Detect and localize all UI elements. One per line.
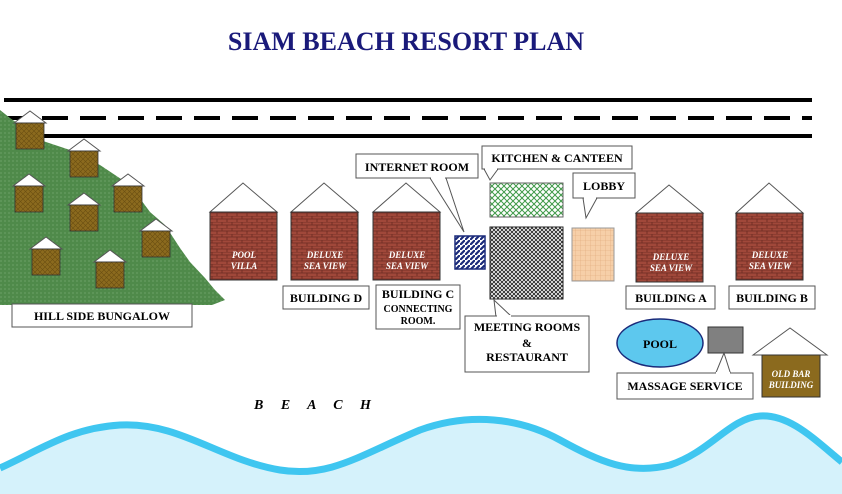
- svg-text:DELUXE: DELUXE: [388, 250, 426, 260]
- kitchen-canteen-callout: KITCHEN & CANTEEN: [481, 145, 633, 181]
- bungalow-hut-icon: [67, 138, 101, 178]
- svg-text:BUILDING D: BUILDING D: [290, 291, 363, 305]
- lobby-callout: LOBBY: [572, 172, 636, 220]
- svg-text:BUILDING C: BUILDING C: [382, 287, 454, 301]
- svg-text:VILLA: VILLA: [231, 261, 258, 271]
- meeting-rooms-restaurant: [489, 226, 564, 300]
- internet-room: [454, 235, 486, 270]
- svg-text:SEA VIEW: SEA VIEW: [650, 263, 693, 273]
- meeting-rooms-callout: MEETING ROOMS & RESTAURANT: [464, 298, 590, 373]
- hillside-bungalow-label: HILL SIDE BUNGALOW: [11, 303, 193, 328]
- page-title: SIAM BEACH RESORT PLAN: [228, 27, 584, 56]
- massage-service-callout: MASSAGE SERVICE: [616, 351, 754, 400]
- building-b-label: BUILDING B: [728, 285, 816, 310]
- sea-wave-line: [0, 412, 842, 476]
- svg-text:POOL: POOL: [232, 250, 256, 260]
- svg-text:SEA VIEW: SEA VIEW: [749, 261, 792, 271]
- svg-text:CONNECTING: CONNECTING: [384, 304, 453, 315]
- svg-text:MASSAGE SERVICE: MASSAGE SERVICE: [627, 379, 742, 393]
- building-d: DELUXE SEA VIEW: [289, 182, 360, 281]
- svg-text:BUILDING: BUILDING: [768, 380, 814, 390]
- svg-text:&: &: [522, 336, 532, 350]
- svg-text:DELUXE: DELUXE: [306, 250, 344, 260]
- svg-text:DELUXE: DELUXE: [652, 252, 690, 262]
- pool-villa-building: POOL VILLA: [208, 182, 279, 281]
- svg-text:OLD BAR: OLD BAR: [772, 369, 811, 379]
- svg-text:MEETING ROOMS: MEETING ROOMS: [474, 320, 581, 334]
- svg-text:RESTAURANT: RESTAURANT: [486, 350, 568, 364]
- building-a-label: BUILDING A: [625, 285, 716, 310]
- building-c: DELUXE SEA VIEW: [371, 182, 442, 281]
- building-c-label: BUILDING C CONNECTING ROOM.: [375, 284, 461, 330]
- building-a: DELUXE SEA VIEW: [634, 184, 705, 283]
- building-d-label: BUILDING D: [282, 285, 370, 310]
- svg-text:HILL SIDE BUNGALOW: HILL SIDE BUNGALOW: [34, 309, 170, 323]
- svg-text:LOBBY: LOBBY: [583, 179, 625, 193]
- old-bar-building: OLD BAR BUILDING: [751, 327, 829, 398]
- svg-text:SEA VIEW: SEA VIEW: [386, 261, 429, 271]
- beach-label: B E A C H: [253, 398, 372, 413]
- svg-text:INTERNET ROOM: INTERNET ROOM: [365, 160, 469, 174]
- sea-wave: [0, 415, 842, 494]
- svg-text:DELUXE: DELUXE: [751, 250, 789, 260]
- svg-text:POOL: POOL: [643, 337, 677, 351]
- road: [4, 98, 812, 138]
- svg-text:KITCHEN & CANTEEN: KITCHEN & CANTEEN: [491, 151, 623, 165]
- kitchen-canteen: [489, 182, 564, 218]
- svg-text:SEA VIEW: SEA VIEW: [304, 261, 347, 271]
- massage-service-hut: [707, 326, 744, 354]
- pool: POOL: [616, 318, 704, 368]
- lobby: [571, 227, 615, 282]
- svg-text:BUILDING A: BUILDING A: [635, 291, 707, 305]
- svg-text:ROOM.: ROOM.: [401, 316, 436, 327]
- internet-room-callout: INTERNET ROOM: [355, 153, 479, 233]
- svg-text:BUILDING B: BUILDING B: [736, 291, 808, 305]
- building-b: DELUXE SEA VIEW: [734, 182, 805, 281]
